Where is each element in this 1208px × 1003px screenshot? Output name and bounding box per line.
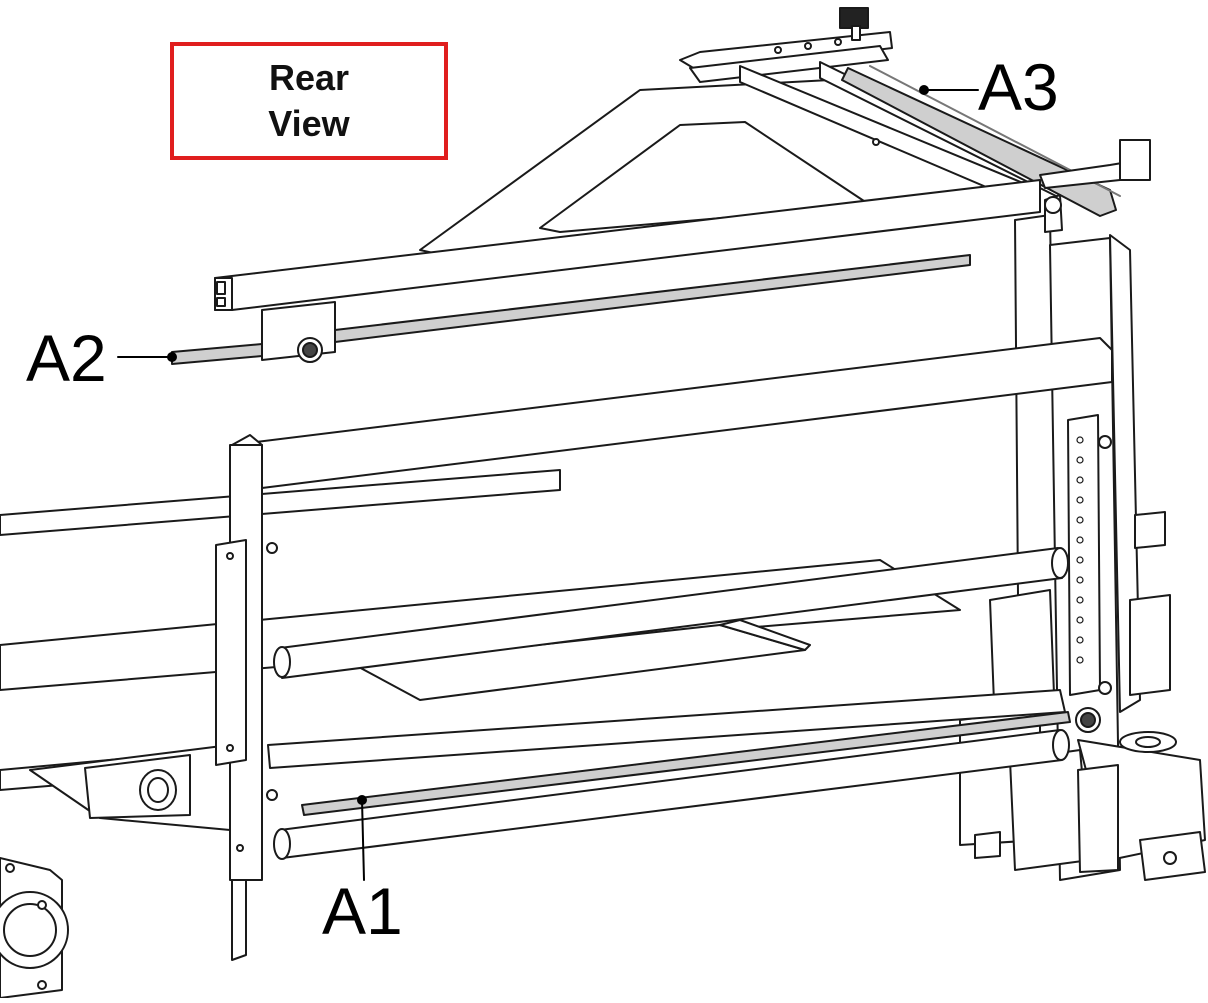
front-frame: [215, 337, 1113, 961]
callout-a2: A2: [26, 321, 107, 395]
top-bracket: [679, 7, 1151, 217]
view-label-line1: Rear: [268, 57, 350, 98]
view-label-line2: View: [268, 103, 350, 144]
lower-rollers: [267, 689, 1071, 860]
middle-roller: [273, 547, 1069, 679]
leader-lines: [117, 85, 979, 881]
callout-a3: A3: [978, 50, 1059, 124]
callout-a1: A1: [322, 874, 403, 948]
upper-crossbar: [171, 179, 1041, 365]
rear-view-label-box: Rear View: [170, 42, 448, 160]
right-column: [959, 194, 1206, 881]
motor-housing: [0, 857, 69, 999]
